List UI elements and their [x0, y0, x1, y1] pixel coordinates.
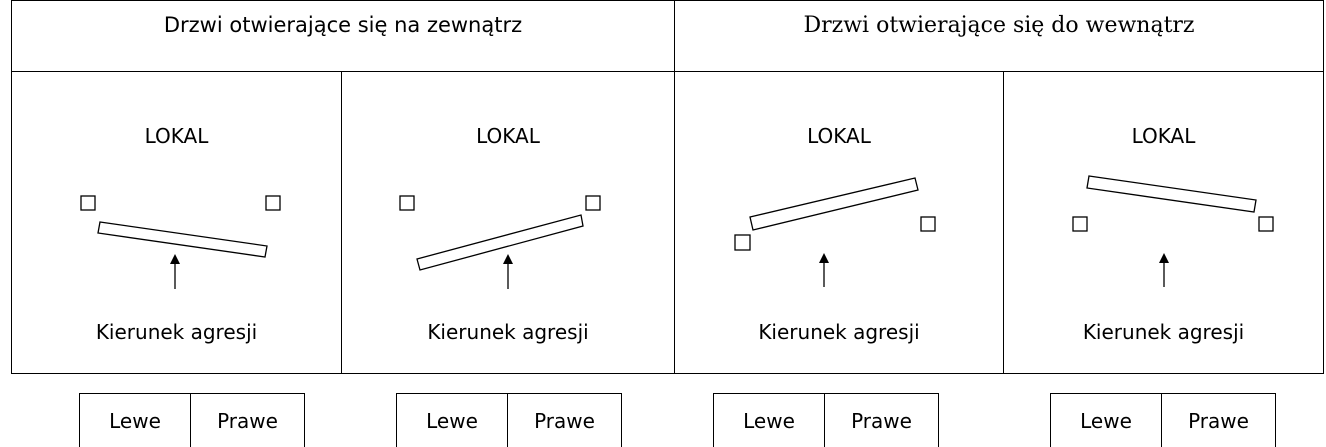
hinge-left-label: Lewe: [714, 394, 825, 447]
door-leaf: [97, 221, 268, 258]
door-leaf: [749, 177, 919, 231]
hinge-side-box-4: Lewe Prawe: [1050, 393, 1276, 447]
hinge-left-label: Lewe: [80, 394, 191, 447]
door-frame-post-right: [585, 195, 601, 211]
door-frame-post-left: [399, 195, 415, 211]
hinge-left-label: Lewe: [1051, 394, 1162, 447]
aggression-direction-label: Kierunek agresji: [1082, 320, 1245, 344]
header-outward-label: Drzwi otwierające się na zewnątrz: [163, 13, 523, 37]
aggression-arrow-head: [170, 254, 180, 264]
aggression-direction-label: Kierunek agresji: [95, 320, 258, 344]
door-diagram-table: Drzwi otwierające się na zewnątrz Drzwi …: [11, 0, 1324, 374]
hinge-right-label: Prawe: [217, 408, 278, 433]
room-label: LOKAL: [807, 124, 871, 148]
room-label: LOKAL: [144, 124, 209, 148]
hinge-left-label: Lewe: [397, 394, 508, 447]
cell-outward-left: LOKAL Kierunek agresji: [11, 71, 342, 374]
hinge-side-box-1: Lewe Prawe: [79, 393, 305, 447]
cell-outward-right: LOKAL Kierunek agresji: [341, 71, 675, 374]
cell-inward-left: LOKAL Kierunek agresji: [674, 71, 1004, 374]
door-drawing: [734, 177, 936, 287]
door-frame-post-left: [734, 234, 751, 251]
hinge-right-label: Prawe: [851, 408, 912, 433]
room-label: LOKAL: [476, 124, 540, 148]
door-frame-post-right: [1258, 216, 1274, 232]
header-inward: Drzwi otwierające się do wewnątrz: [674, 0, 1324, 72]
aggression-direction-label: Kierunek agresji: [427, 320, 589, 344]
hinge-right-label: Prawe: [534, 408, 595, 433]
door-leaf: [1086, 175, 1257, 213]
aggression-arrow-head: [1159, 253, 1169, 263]
aggression-arrow-head: [503, 254, 513, 264]
door-leaf: [416, 214, 584, 271]
hinge-right-label: Prawe: [1188, 408, 1249, 433]
door-frame-post-right: [920, 216, 936, 232]
aggression-arrow-head: [819, 253, 829, 263]
hinge-side-box-2: Lewe Prawe: [396, 393, 622, 447]
cell-inward-right: LOKAL Kierunek agresji: [1003, 71, 1324, 374]
hinge-side-box-3: Lewe Prawe: [713, 393, 939, 447]
room-label: LOKAL: [1131, 124, 1196, 148]
aggression-direction-label: Kierunek agresji: [758, 320, 920, 344]
door-frame-post-left: [80, 195, 96, 211]
header-outward: Drzwi otwierające się na zewnątrz: [11, 0, 675, 72]
door-frame-post-right: [265, 195, 281, 211]
door-drawing: [399, 195, 601, 289]
door-drawing: [1072, 175, 1274, 287]
door-frame-post-left: [1072, 216, 1088, 232]
header-inward-label: Drzwi otwierające się do wewnątrz: [803, 13, 1195, 38]
door-drawing: [80, 195, 281, 289]
